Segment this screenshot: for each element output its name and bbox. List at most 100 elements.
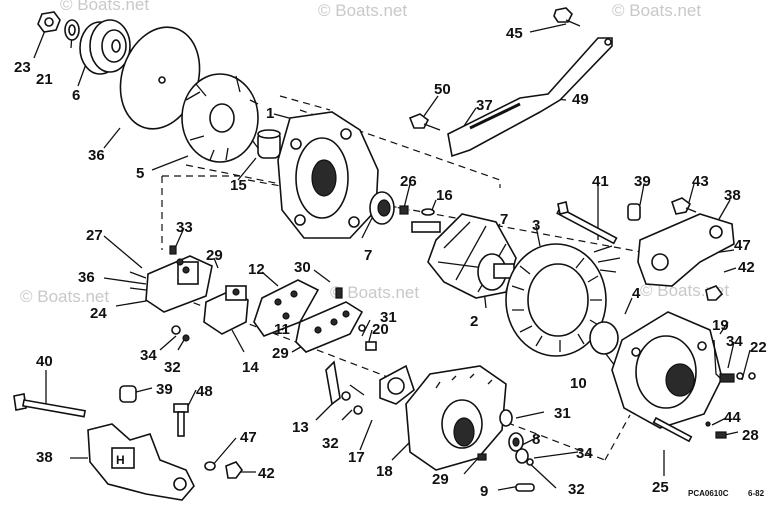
callout-31: 31 (380, 309, 397, 326)
bushing-39b (119, 385, 137, 403)
callout-32c: 32 (568, 481, 585, 498)
callout-19: 19 (712, 317, 729, 334)
spacer-15 (257, 129, 281, 159)
callout-43: 43 (692, 173, 709, 190)
pin-9 (515, 483, 535, 492)
callout-39b: 39 (156, 381, 173, 398)
callout-32: 32 (164, 359, 181, 376)
callout-15: 15 (230, 177, 247, 194)
washer-21 (64, 19, 80, 41)
callout-47: 47 (734, 237, 751, 254)
watermark-text: © Boats.net (612, 1, 701, 20)
watermark-text: © Boats.net (330, 283, 419, 302)
callout-45: 45 (506, 25, 523, 42)
callout-41: 41 (592, 173, 609, 190)
through-bolt-41 (556, 201, 618, 245)
washer-31b (499, 409, 513, 427)
callout-23: 23 (14, 59, 31, 76)
callout-7: 7 (500, 211, 508, 228)
callout-2: 2 (470, 313, 478, 330)
callout-33: 33 (176, 219, 193, 236)
callout-13: 13 (292, 419, 309, 436)
screw-30 (335, 287, 343, 299)
callout-50: 50 (434, 81, 451, 98)
screw-33 (169, 245, 177, 255)
rear-cover-18 (405, 365, 507, 471)
callout-25: 25 (652, 479, 669, 496)
bolt-48 (173, 403, 189, 437)
rear-housing-4 (611, 311, 723, 429)
callout-24: 24 (90, 305, 107, 322)
brush-holder-24 (129, 255, 213, 313)
callout-11: 11 (274, 321, 290, 338)
washer-32b (526, 458, 534, 466)
nut-42b (225, 461, 243, 479)
callout-21: 21 (36, 71, 53, 88)
callout-labels: 23 21 6 36 5 15 1 45 50 37 49 26 16 7 7 … (14, 25, 767, 500)
callout-37: 37 (476, 97, 493, 114)
front-housing-1 (277, 111, 379, 239)
terminal-20 (365, 341, 377, 351)
callout-1: 1 (266, 105, 274, 122)
callout-44: 44 (724, 409, 741, 426)
mounting-bracket-38 (637, 213, 735, 287)
svg-text:H: H (116, 453, 125, 467)
o-ring-10 (589, 321, 619, 355)
part-drawings: H (13, 7, 756, 501)
callout-32b: 32 (322, 435, 339, 452)
callout-40: 40 (36, 353, 53, 370)
watermark-text: © Boats.net (20, 287, 109, 306)
callout-20: 20 (372, 321, 389, 338)
washer-34 (171, 325, 190, 342)
mounting-bracket-38b: H (87, 423, 195, 501)
nut-42 (705, 285, 724, 301)
callout-31b: 31 (554, 405, 571, 422)
bolt-45 (553, 7, 581, 27)
washer-8 (508, 432, 524, 452)
callout-3: 3 (532, 217, 540, 234)
bolt-43 (671, 197, 697, 215)
callout-29b: 29 (272, 345, 289, 362)
callout-30: 30 (294, 259, 311, 276)
callout-16: 16 (436, 187, 453, 204)
bolt-50 (408, 113, 441, 131)
fan-5 (181, 73, 259, 163)
pulley-6 (79, 19, 131, 75)
callout-12: 12 (248, 261, 265, 278)
bolt-40 (13, 393, 86, 418)
regulator-14 (203, 285, 249, 335)
callout-18: 18 (376, 463, 393, 480)
callout-22: 22 (750, 339, 767, 356)
washer-47 (204, 461, 216, 471)
key-16 (421, 208, 435, 216)
callout-28: 28 (742, 427, 759, 444)
adjusting-bracket-49 (447, 37, 613, 158)
callout-39: 39 (634, 173, 651, 190)
bearing-7 (369, 191, 395, 225)
callout-42b: 42 (258, 465, 275, 482)
callout-29c: 29 (432, 471, 449, 488)
watermark-text: © Boats.net (318, 1, 407, 20)
gasket-17 (379, 364, 415, 405)
callout-34: 34 (140, 347, 157, 364)
terminal-19 (713, 339, 756, 383)
callout-7b: 7 (364, 247, 372, 264)
callout-14: 14 (242, 359, 259, 376)
screw-28 (705, 421, 727, 439)
nut-32 (341, 391, 363, 415)
callout-48: 48 (196, 383, 213, 400)
callout-38b: 38 (36, 449, 53, 466)
fan-disc-36 (119, 26, 201, 130)
callout-4: 4 (632, 285, 641, 302)
callout-8: 8 (532, 431, 540, 448)
stator-3 (505, 243, 621, 357)
callout-10: 10 (570, 375, 587, 392)
footer: PCA0610C 6-82 (688, 489, 765, 498)
callout-36b: 36 (78, 269, 95, 286)
rectifier-11 (295, 301, 364, 353)
callout-34b: 34 (726, 333, 743, 350)
callout-6: 6 (72, 87, 80, 104)
screw-29b (477, 453, 487, 461)
rotor-2 (411, 213, 517, 299)
